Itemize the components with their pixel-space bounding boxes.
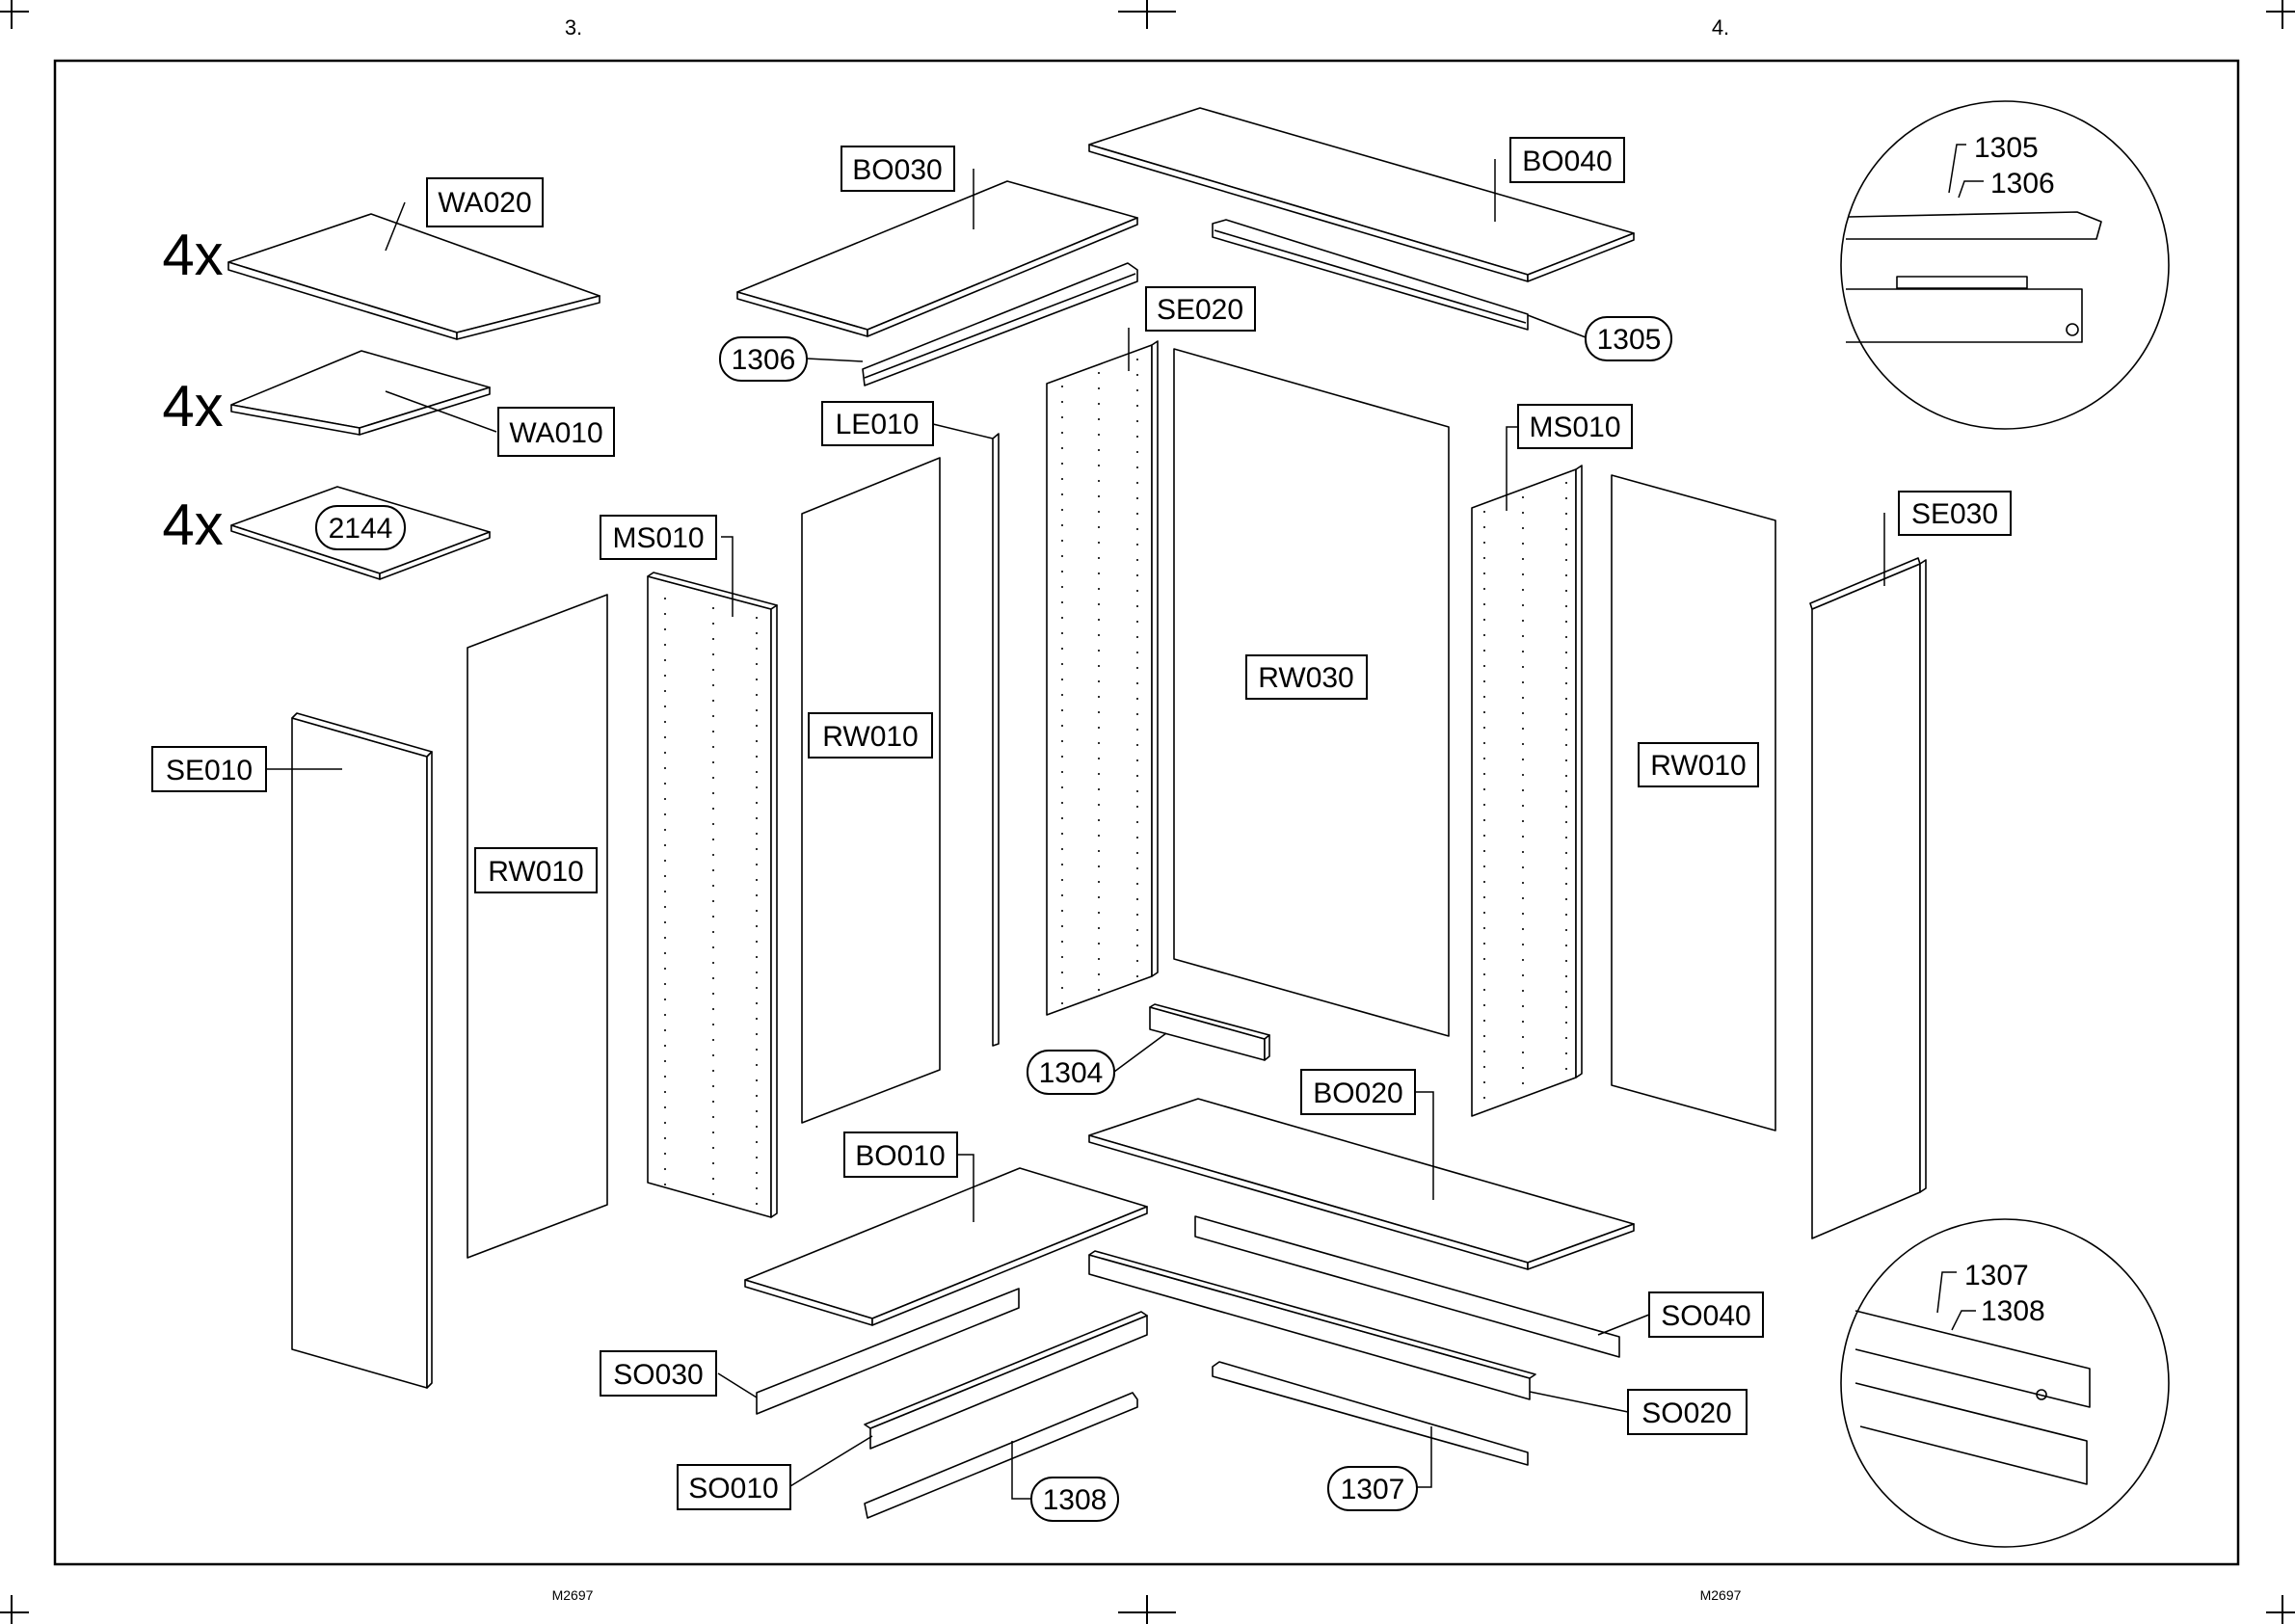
label-bo030: BO030 (841, 146, 954, 191)
label-bo030-text: BO030 (852, 154, 942, 186)
label-1305: 1305 (1586, 317, 1671, 360)
detail-bottom-line2: 1308 (1981, 1295, 2045, 1327)
plinth-so020 (1089, 1251, 1535, 1399)
label-2144: 2144 (316, 506, 405, 549)
quantity-wa010: 4x (162, 374, 223, 439)
label-so010-text: SO010 (688, 1473, 778, 1504)
detail-top-line1: 1305 (1974, 132, 2039, 164)
label-bo010-text: BO010 (855, 1140, 945, 1172)
label-se020: SE020 (1146, 287, 1255, 331)
label-1306: 1306 (720, 337, 807, 381)
label-rw030-text: RW030 (1258, 662, 1354, 694)
shelf-wa010 (231, 351, 490, 435)
board-bo040 (1089, 108, 1634, 281)
label-so020-text: SO020 (1641, 1398, 1731, 1429)
panel-ms010-right (1472, 466, 1582, 1116)
panel-rw010-mid (802, 458, 940, 1123)
label-so010: SO010 (678, 1465, 790, 1509)
label-rw010-left-text: RW010 (488, 856, 584, 888)
detail-bottom-line1: 1307 (1964, 1260, 2029, 1291)
label-wa010: WA010 (498, 408, 614, 456)
detail-top-line2: 1306 (1990, 168, 2055, 200)
label-bo010: BO010 (844, 1132, 957, 1177)
label-rw010-right-text: RW010 (1650, 750, 1747, 782)
label-1307-text: 1307 (1341, 1474, 1405, 1505)
quantity-2144: 4x (162, 493, 223, 557)
label-bo020: BO020 (1301, 1070, 1415, 1114)
label-se020-text: SE020 (1157, 294, 1243, 326)
label-se010-text: SE010 (166, 755, 253, 786)
page-number-right: 4. (1712, 15, 1729, 40)
panel-se020 (1047, 341, 1158, 1015)
panel-se010 (292, 713, 432, 1388)
label-se030-text: SE030 (1911, 498, 1998, 530)
label-bo040-text: BO040 (1522, 146, 1612, 177)
label-ms010-left: MS010 (600, 516, 716, 559)
label-le010-text: LE010 (836, 409, 920, 440)
shelf-wa020 (228, 214, 600, 339)
label-1308: 1308 (1031, 1478, 1118, 1521)
label-rw010-right: RW010 (1639, 743, 1758, 786)
panel-rw010-left (467, 595, 607, 1258)
label-1304: 1304 (1027, 1051, 1114, 1094)
label-so020: SO020 (1628, 1390, 1747, 1434)
label-bo040: BO040 (1510, 138, 1624, 182)
label-rw030: RW030 (1246, 655, 1367, 699)
page-number-left: 3. (565, 15, 582, 40)
label-ms010-left-text: MS010 (612, 522, 704, 554)
quantity-wa020: 4x (162, 223, 223, 287)
panel-ms010-left (648, 572, 777, 1217)
label-1308-text: 1308 (1043, 1484, 1107, 1516)
page-code-right: M2697 (1700, 1587, 1742, 1603)
block-1304 (1150, 1004, 1269, 1060)
label-1306-text: 1306 (732, 344, 796, 376)
panel-se030 (1810, 558, 1926, 1238)
board-bo020 (1089, 1099, 1634, 1269)
label-so030: SO030 (600, 1351, 716, 1396)
board-bo030 (737, 181, 1137, 336)
board-bo010 (745, 1168, 1147, 1325)
label-1304-text: 1304 (1039, 1057, 1104, 1089)
label-2144-text: 2144 (329, 513, 393, 545)
strip-le010 (993, 434, 999, 1046)
label-se010: SE010 (152, 747, 266, 791)
label-so030-text: SO030 (613, 1359, 703, 1391)
page-code-left: M2697 (552, 1587, 594, 1603)
label-1307: 1307 (1328, 1467, 1417, 1510)
panel-rw010-right (1612, 475, 1775, 1131)
label-so040-text: SO040 (1661, 1300, 1750, 1332)
label-rw010-left: RW010 (475, 848, 597, 892)
label-ms010-right-text: MS010 (1529, 412, 1620, 443)
label-wa020: WA020 (427, 178, 543, 226)
label-rw010-mid-text: RW010 (822, 721, 919, 753)
label-le010: LE010 (822, 402, 933, 445)
label-1305-text: 1305 (1597, 324, 1662, 356)
label-ms010-right: MS010 (1518, 405, 1632, 448)
label-rw010-mid: RW010 (809, 713, 932, 758)
label-wa010-text: WA010 (509, 417, 602, 449)
label-so040: SO040 (1649, 1292, 1763, 1337)
label-se030: SE030 (1899, 492, 2011, 535)
label-bo020-text: BO020 (1313, 1078, 1402, 1109)
label-wa020-text: WA020 (438, 187, 531, 219)
